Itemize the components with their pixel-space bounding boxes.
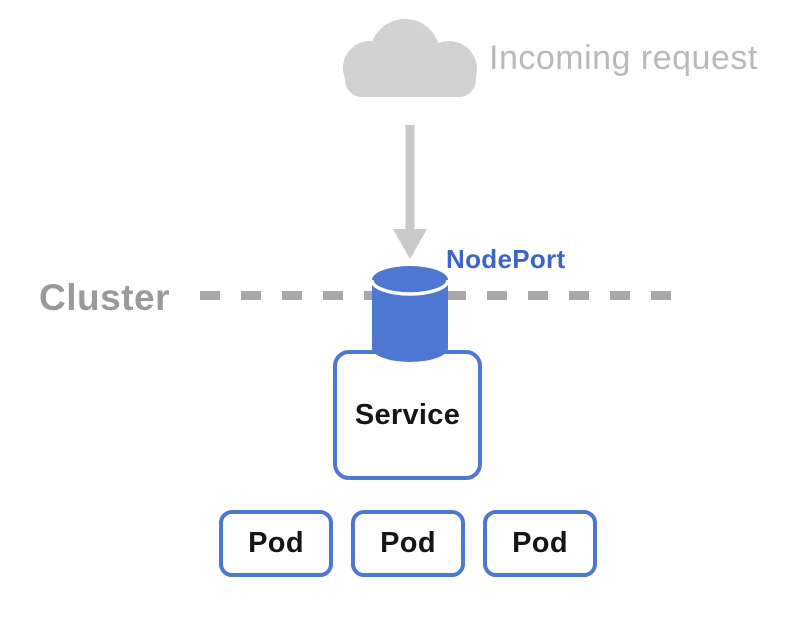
service-label: Service xyxy=(354,398,461,431)
pods-row: Pod Pod Pod xyxy=(219,510,597,577)
cluster-label: Cluster xyxy=(39,277,170,318)
nodeport-cylinder-icon xyxy=(370,266,450,362)
pod-box: Pod xyxy=(219,510,333,577)
service-box: Service xyxy=(333,350,482,480)
pod-label: Pod xyxy=(512,527,568,559)
pod-box: Pod xyxy=(351,510,465,577)
arrow-down-icon xyxy=(393,125,427,259)
incoming-request-label: Incoming request xyxy=(489,39,758,77)
pod-box: Pod xyxy=(483,510,597,577)
cloud-icon xyxy=(343,19,477,97)
pod-label: Pod xyxy=(248,527,304,559)
pod-label: Pod xyxy=(380,527,436,559)
nodeport-label: NodePort xyxy=(446,244,566,274)
